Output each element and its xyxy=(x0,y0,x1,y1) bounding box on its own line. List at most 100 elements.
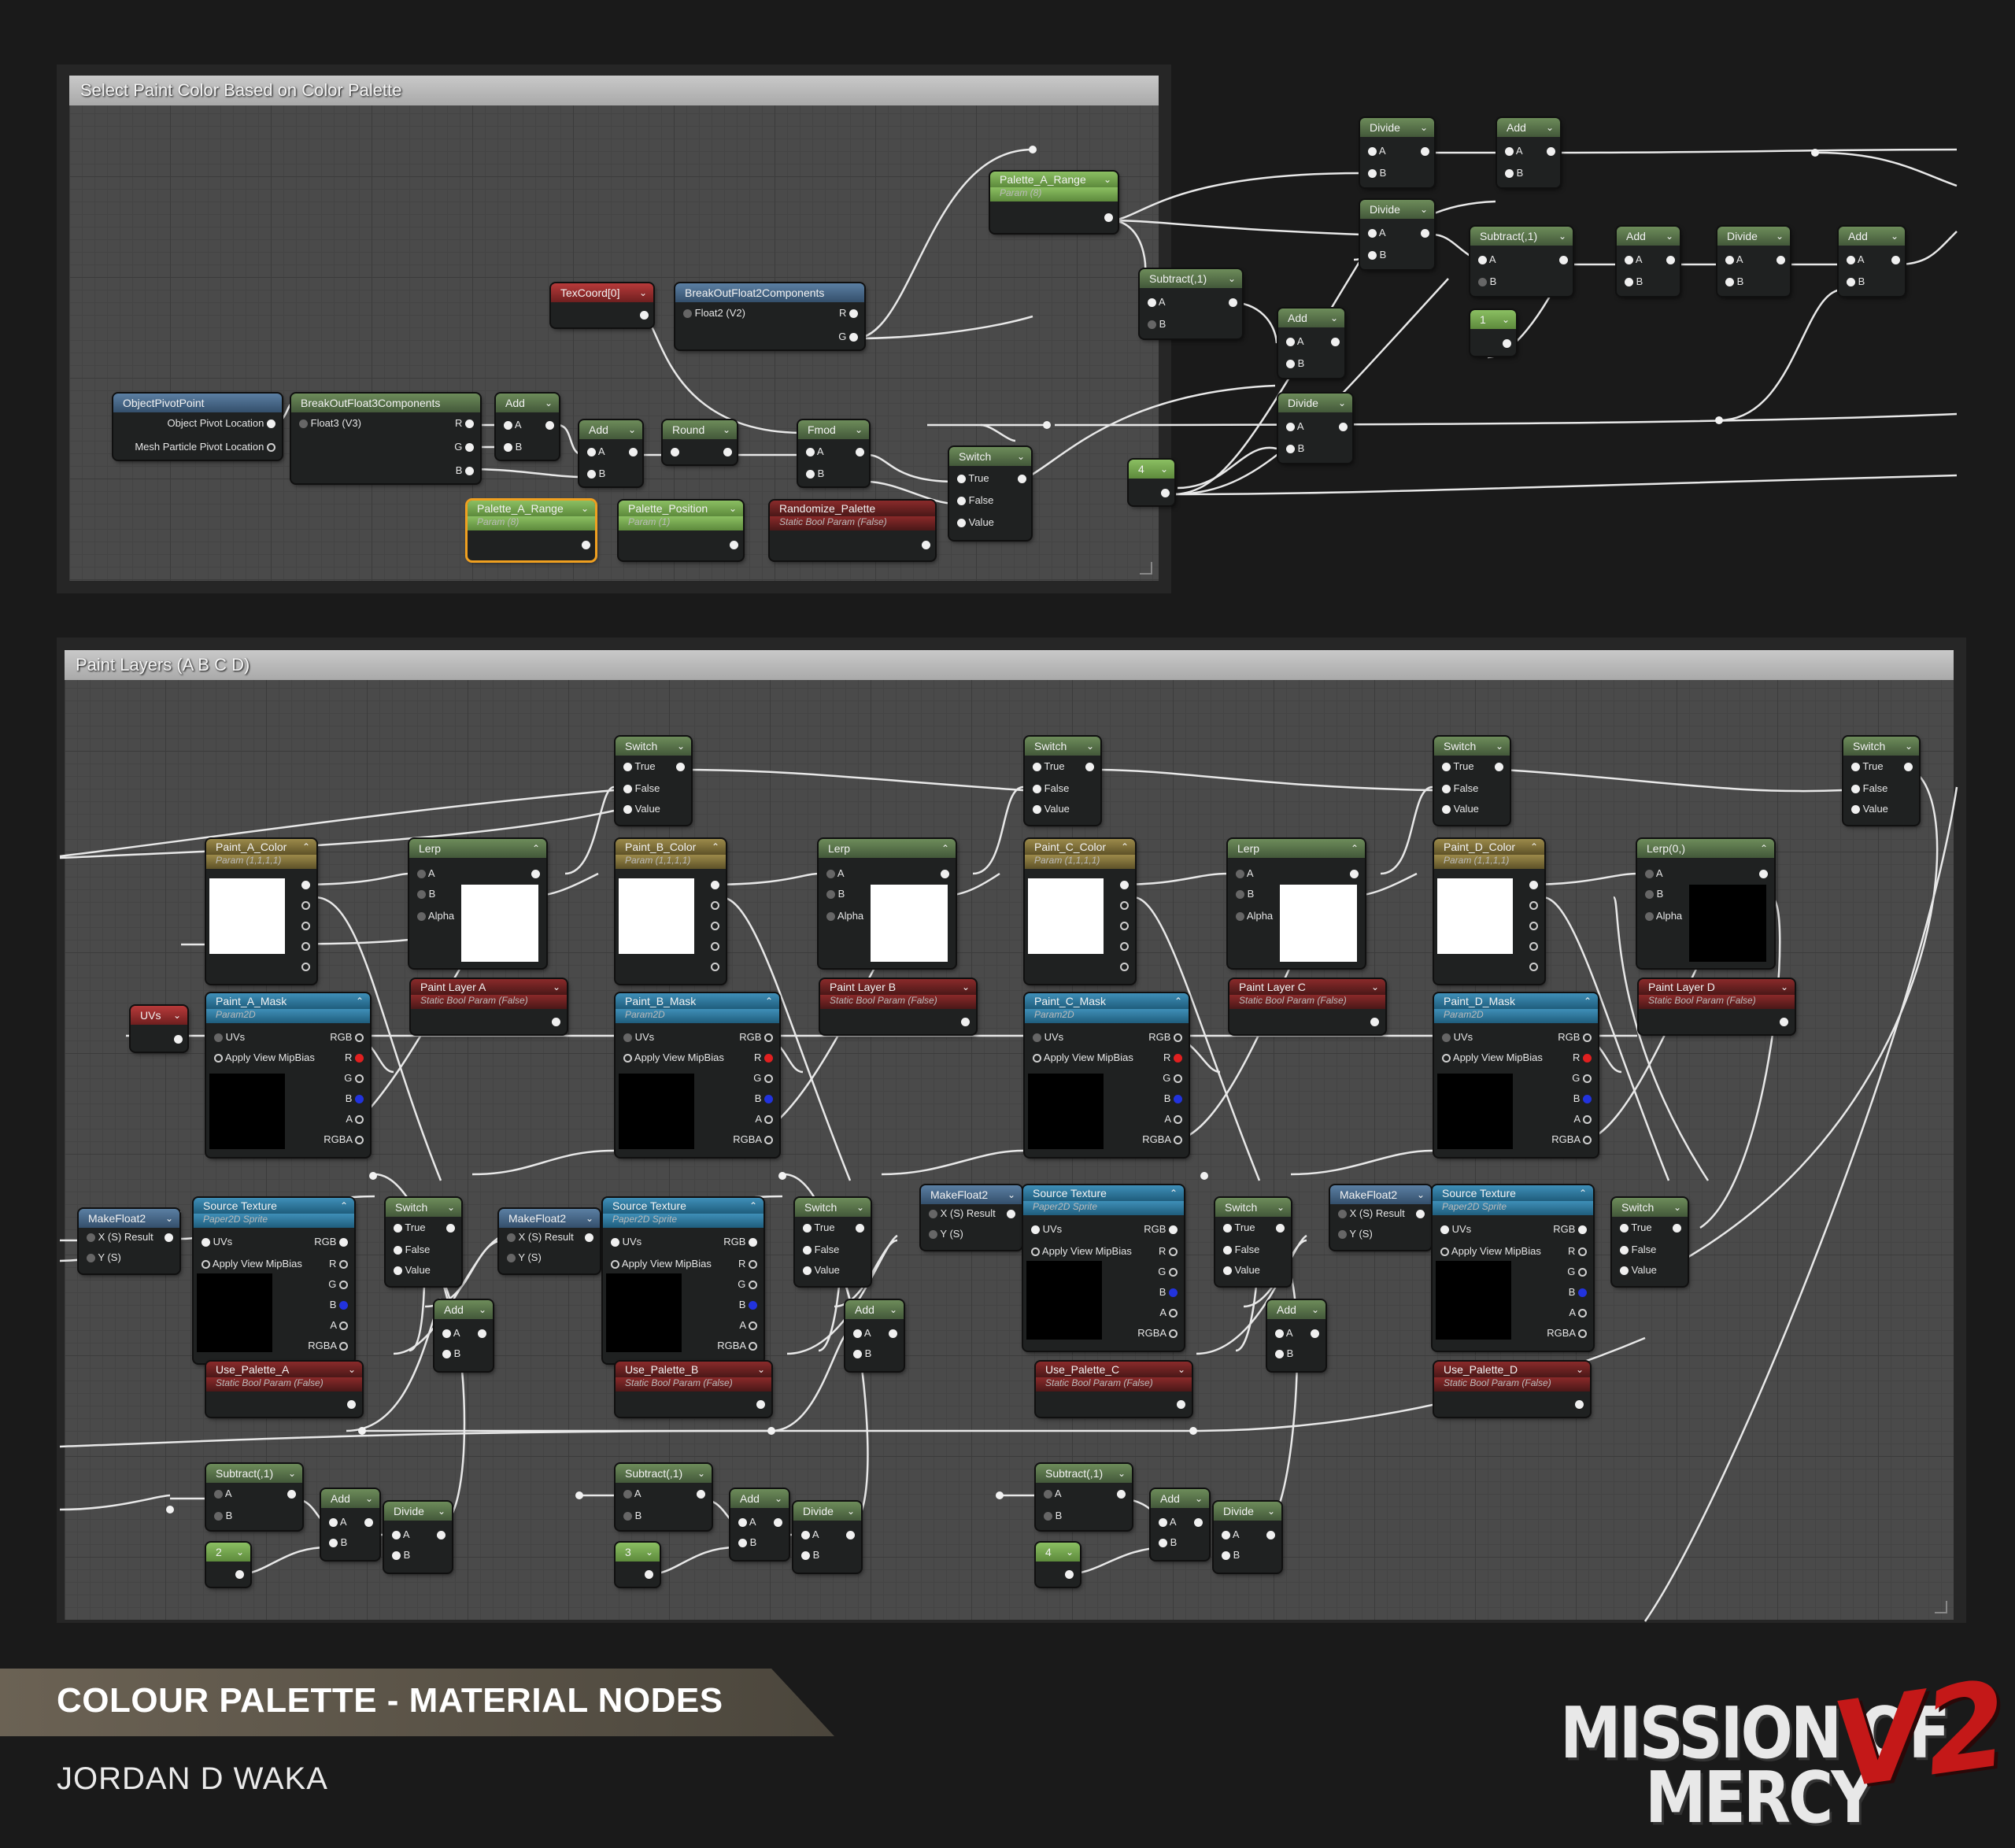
pin-output[interactable] xyxy=(1547,145,1555,157)
pin-g-output[interactable] xyxy=(1529,919,1538,932)
pin-b[interactable]: B xyxy=(1044,1510,1062,1522)
pin-input-icon[interactable] xyxy=(623,785,632,794)
pin-b[interactable]: B xyxy=(329,1536,347,1549)
pin-output[interactable] xyxy=(676,760,685,773)
pin-input-icon[interactable] xyxy=(623,1512,632,1521)
pin-input-icon[interactable] xyxy=(611,1238,619,1247)
pin-r-output[interactable]: R xyxy=(839,307,858,320)
pin-input-icon[interactable] xyxy=(1236,870,1244,879)
node-add[interactable]: Add⌄ A B xyxy=(496,394,559,460)
pin-output[interactable] xyxy=(1339,420,1348,433)
pin-output[interactable] xyxy=(1276,1222,1285,1234)
pin-b[interactable]: B xyxy=(1645,888,1663,900)
node-subtract[interactable]: Subtract(,1)⌄ A B xyxy=(206,1464,302,1530)
pin-output-icon[interactable] xyxy=(1169,1225,1178,1235)
pin-input-icon[interactable] xyxy=(1645,870,1654,879)
pin-output-icon[interactable] xyxy=(961,1018,970,1027)
pin-float2-input[interactable]: Float2 (V2) xyxy=(683,307,745,320)
chevron-down-icon[interactable]: ⌄ xyxy=(774,1493,782,1504)
chevron-up-icon[interactable]: ⌃ xyxy=(1759,843,1768,854)
pin-input-icon[interactable] xyxy=(1620,1266,1629,1276)
pin-rgb-output[interactable] xyxy=(711,878,719,891)
pin-b[interactable]: B xyxy=(623,1510,641,1522)
pin-input-icon[interactable] xyxy=(623,1054,632,1063)
pin-input-icon[interactable] xyxy=(1645,890,1654,900)
pin-output-icon[interactable] xyxy=(1120,922,1129,931)
node-lerp[interactable]: Lerp⌃ A B Alpha xyxy=(819,839,956,968)
pin-output-icon[interactable] xyxy=(711,881,719,890)
node-divide[interactable]: Divide⌄ A B xyxy=(1214,1502,1281,1573)
pin-output-icon[interactable] xyxy=(749,1342,757,1351)
pin-output-icon[interactable] xyxy=(1891,256,1900,265)
pin-output[interactable] xyxy=(1503,337,1511,349)
pin-input-icon[interactable] xyxy=(683,309,692,319)
pin-input-icon[interactable] xyxy=(507,1254,516,1263)
pin-output-icon[interactable] xyxy=(1104,213,1113,223)
pin-output[interactable] xyxy=(1421,145,1429,157)
pin-output-icon[interactable] xyxy=(730,541,738,550)
pin-input-icon[interactable] xyxy=(417,870,426,879)
pin-output-icon[interactable] xyxy=(1174,1095,1182,1104)
pin-input-icon[interactable] xyxy=(623,763,632,772)
pin-input-icon[interactable] xyxy=(1851,763,1860,772)
pin-output-icon[interactable] xyxy=(764,1074,773,1084)
pin-a[interactable]: A xyxy=(1645,867,1663,880)
pin-b[interactable]: B xyxy=(806,468,824,480)
pin-b[interactable]: B xyxy=(587,468,605,480)
pin-output-icon[interactable] xyxy=(1266,1531,1275,1540)
chevron-up-icon[interactable]: ⌃ xyxy=(301,841,310,852)
pin-a[interactable]: A xyxy=(417,867,435,880)
pin-b-output[interactable]: B xyxy=(1164,1092,1182,1105)
pin-r-output[interactable]: R xyxy=(738,1258,757,1270)
pin-b[interactable]: B xyxy=(1725,275,1743,288)
pin-output[interactable] xyxy=(846,1528,855,1541)
pin-alpha[interactable]: Alpha xyxy=(417,910,454,922)
pin-output-icon[interactable] xyxy=(552,1018,560,1027)
chevron-down-icon[interactable]: ⌄ xyxy=(1103,174,1111,185)
pin-rgba-output[interactable]: RGBA xyxy=(324,1133,364,1146)
pin-input-icon[interactable] xyxy=(392,1551,401,1561)
chevron-down-icon[interactable]: ⌄ xyxy=(1329,312,1338,323)
node-fmod[interactable]: Fmod⌄ A B xyxy=(798,420,869,486)
comment-title[interactable]: Select Paint Color Based on Color Palett… xyxy=(69,76,1159,105)
pin-true[interactable]: True xyxy=(1442,760,1474,773)
pin-false[interactable]: False xyxy=(623,782,660,795)
pin-input-icon[interactable] xyxy=(803,1246,812,1255)
pin-output-icon[interactable] xyxy=(711,901,719,911)
pin-input-icon[interactable] xyxy=(853,1329,862,1339)
pin-output-icon[interactable] xyxy=(723,448,732,457)
pin-input-icon[interactable] xyxy=(1442,763,1451,772)
chevron-down-icon[interactable]: ⌄ xyxy=(1419,204,1428,215)
pin-input-icon[interactable] xyxy=(826,890,835,900)
pin-output-icon[interactable] xyxy=(235,1570,244,1580)
pin-b-output[interactable]: B xyxy=(1569,1286,1587,1299)
pin-g-output[interactable]: G xyxy=(344,1072,364,1085)
pin-output-icon[interactable] xyxy=(1583,1074,1592,1084)
pin-b-output[interactable] xyxy=(301,940,310,952)
chevron-down-icon[interactable]: ⌄ xyxy=(676,741,685,752)
node-subtract[interactable]: Subtract(,1)⌄ A B xyxy=(1036,1464,1132,1530)
pin-uvs[interactable]: UVs xyxy=(1031,1223,1062,1236)
pin-output[interactable] xyxy=(1673,1222,1681,1234)
pin-input-icon[interactable] xyxy=(1159,1518,1167,1528)
pin-b[interactable]: B xyxy=(826,888,845,900)
pin-output-icon[interactable] xyxy=(1174,1033,1182,1043)
pin-output-icon[interactable] xyxy=(1169,1329,1178,1339)
chevron-down-icon[interactable]: ⌄ xyxy=(1266,1506,1275,1517)
pin-output-icon[interactable] xyxy=(1018,475,1026,484)
pin-rgba-output[interactable]: RGBA xyxy=(1551,1133,1592,1146)
pin-output-icon[interactable] xyxy=(355,1074,364,1084)
pin-output-icon[interactable] xyxy=(645,1570,653,1580)
pin-b[interactable]: B xyxy=(1286,442,1304,455)
pin-input-icon[interactable] xyxy=(1286,445,1295,454)
node-add[interactable]: Add⌄ A B xyxy=(1617,227,1680,296)
chevron-down-icon[interactable]: ⌄ xyxy=(1117,1468,1126,1479)
pin-input-icon[interactable] xyxy=(1148,298,1156,308)
node-texcoord[interactable]: TexCoord[0]⌄ xyxy=(551,283,653,327)
pin-x[interactable]: X (S) Result xyxy=(87,1231,153,1244)
pin-output[interactable] xyxy=(545,419,554,431)
chevron-down-icon[interactable]: ⌄ xyxy=(235,1547,244,1558)
pin-output-icon[interactable] xyxy=(629,448,638,457)
pin-input-icon[interactable] xyxy=(1223,1266,1232,1276)
pin-output-icon[interactable] xyxy=(364,1518,373,1528)
